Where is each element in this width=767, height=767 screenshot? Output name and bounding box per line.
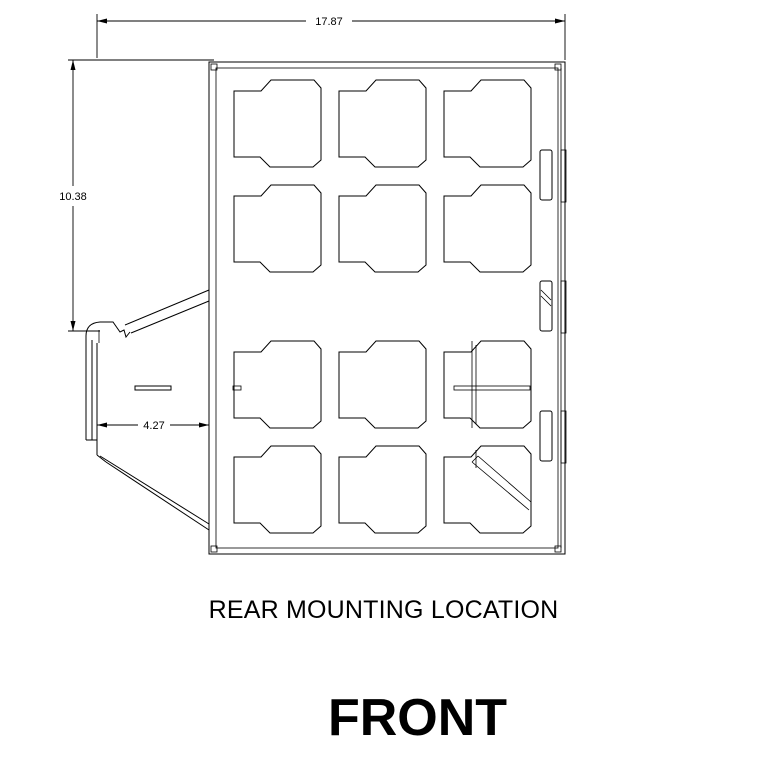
side-slots (539, 149, 567, 464)
dimension-label-offset: 4.27 (143, 420, 164, 432)
cavity-r4-c1 (233, 445, 322, 534)
cavity-r2-c1 (233, 184, 322, 273)
side-slot-top (539, 149, 553, 201)
side-slot-bottom (539, 410, 553, 462)
cavity-r1-c3 (443, 79, 532, 168)
dimension-label-width: 17.87 (315, 16, 343, 28)
cavity-details (232, 341, 532, 511)
cavity-r2-c3 (443, 184, 532, 273)
front-caption: FRONT (327, 689, 508, 747)
cavity-r4-c2 (338, 445, 427, 534)
dimension-overall-width: 17.87 (96, 14, 566, 60)
side-slot-middle (539, 280, 553, 332)
dimension-rear-offset: 4.27 (97, 420, 209, 432)
cavity-r4-c3 (443, 445, 532, 534)
dimension-overall-height: 10.38 (59, 59, 214, 332)
cavity-r1-c2 (338, 79, 427, 168)
cavity-r3-c3 (443, 340, 532, 429)
dimension-label-height: 10.38 (59, 191, 87, 203)
cavity-grid (233, 79, 532, 534)
rear-mounting-caption: REAR MOUNTING LOCATION (208, 596, 559, 624)
cavity-r3-c1 (233, 340, 322, 429)
cavity-r2-c2 (338, 184, 427, 273)
cavity-r1-c1 (233, 79, 322, 168)
main-body (208, 61, 566, 555)
rear-mounting-bracket (85, 289, 210, 531)
cavity-r3-c2 (338, 340, 427, 429)
mounting-slot (134, 385, 172, 391)
